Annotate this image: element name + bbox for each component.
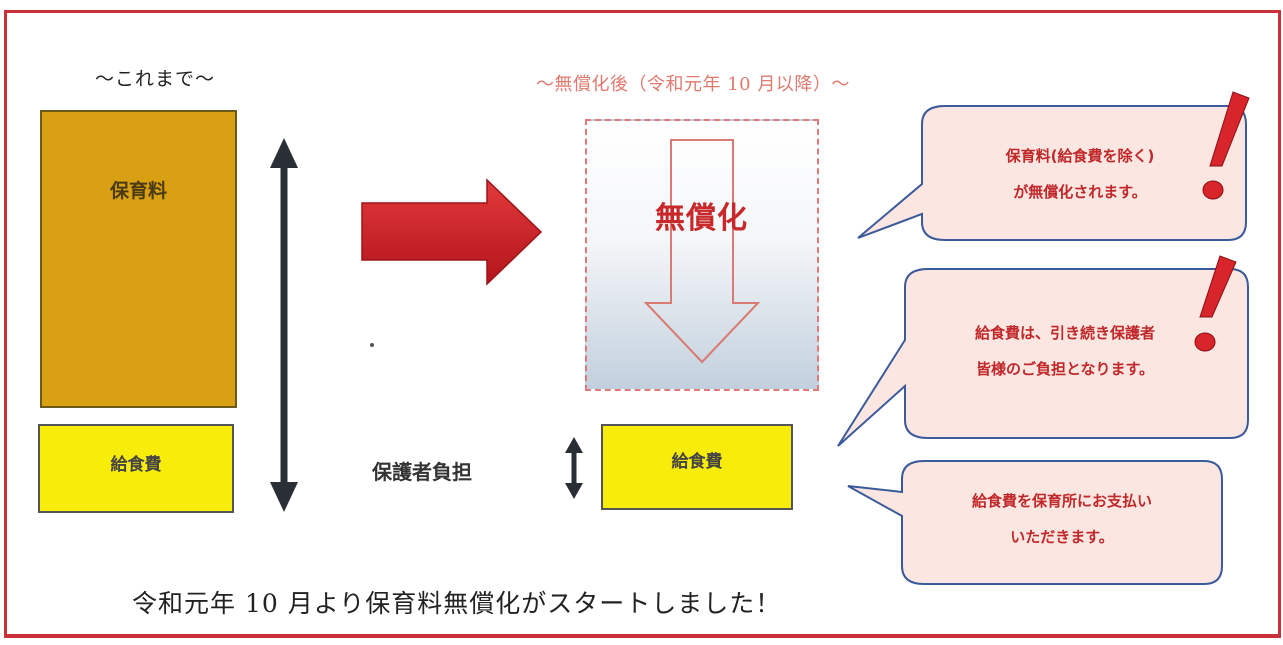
speech-bubble-1 [857, 105, 1247, 241]
stray-dot [370, 343, 374, 347]
bubble-2-text: 給食費は、引き続き保護者 皆様のご負担となります。 [915, 315, 1215, 387]
kyushokuhi-label-after: 給食費 [671, 452, 723, 472]
hollow-down-arrow [643, 139, 761, 364]
bubble-3-text: 給食費を保育所にお支払い いただきます。 [912, 483, 1212, 555]
kyushokuhi-block-before: 給食費 [38, 424, 234, 513]
bubble-1-line-1: 保育料(給食費を除く) [1005, 147, 1155, 165]
burden-double-arrow [565, 437, 583, 499]
bubble-3-line-1: 給食費を保育所にお支払い [971, 492, 1152, 510]
bubble-1-text: 保育料(給食費を除く) が無償化されます。 [930, 138, 1230, 210]
total-cost-double-arrow [270, 138, 298, 512]
outer-frame [4, 10, 1281, 638]
mushoka-area [585, 119, 819, 391]
speech-bubble-2 [837, 268, 1249, 447]
speech-bubble-3 [847, 460, 1223, 585]
mushoka-label: 無償化 [655, 201, 748, 236]
kyushokuhi-label-before: 給食費 [110, 455, 162, 475]
hogosha-futan-label: 保護者負担 [372, 460, 472, 484]
kyushokuhi-block-after: 給食費 [601, 424, 793, 510]
bubble-2-line-1: 給食費は、引き続き保護者 [974, 324, 1155, 342]
hoikuryo-label: 保育料 [109, 180, 167, 202]
exclamation-icon [1194, 255, 1237, 352]
hoikuryo-block: 保育料 [40, 110, 237, 408]
footer-announcement: 令和元年 10 月より保育料無償化がスタートしました！ [132, 589, 782, 618]
exclamation-icon [1202, 91, 1250, 200]
bubble-3-line-2: いただきます。 [1010, 528, 1114, 546]
bubble-1-line-2: が無償化されます。 [1013, 183, 1147, 201]
red-right-arrow [361, 178, 543, 286]
bubble-2-line-2: 皆様のご負担となります。 [975, 360, 1155, 378]
after-heading: ～無償化後（令和元年 10 月以降）～ [536, 74, 850, 95]
before-heading: ～これまで～ [95, 68, 216, 90]
